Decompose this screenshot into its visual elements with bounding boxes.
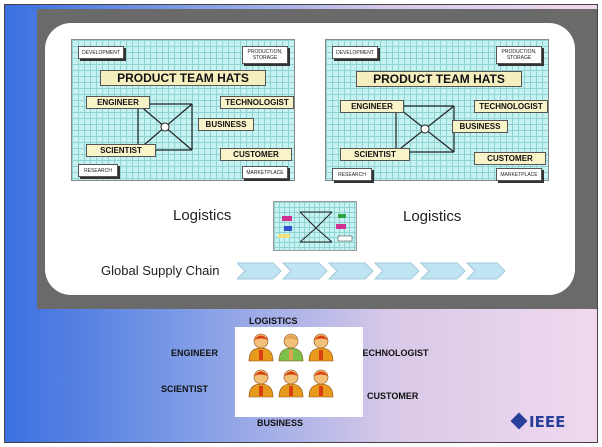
research-box: RESEARCH: [332, 168, 372, 181]
chain-segment: [419, 262, 466, 280]
people-label-logistics: LOGISTICS: [249, 316, 298, 326]
people-label-technologist: TECHNOLOGIST: [357, 348, 429, 358]
customer-box: CUSTOMER: [220, 148, 292, 161]
product-team-hats-diagram-right: DEVELOPMENT PRODUCTION, STORAGE PRODUCT …: [325, 39, 549, 181]
person-icon: [308, 333, 334, 362]
marketplace-box: MARKETPLACE: [496, 168, 542, 181]
marketplace-box: MARKETPLACE: [242, 166, 288, 179]
people-figures: [248, 333, 334, 398]
chain-segment: [373, 262, 420, 280]
chain-segment: [327, 262, 374, 280]
technologist-box: TECHNOLOGIST: [220, 96, 294, 109]
business-box: BUSINESS: [452, 120, 508, 133]
person-icon: [278, 333, 304, 362]
chain-segment: [281, 262, 328, 280]
ieee-diamond-icon: [510, 412, 528, 430]
person-icon: [278, 369, 304, 398]
logistics-label-left: Logistics: [173, 207, 232, 224]
production-storage-box: PRODUCTION, STORAGE: [496, 46, 542, 64]
chain-segment: [465, 262, 506, 280]
logistics-label-right: Logistics: [403, 208, 462, 225]
person-icon: [308, 369, 334, 398]
business-box: BUSINESS: [198, 118, 254, 131]
scientist-box: SCIENTIST: [340, 148, 410, 161]
engineer-box: ENGINEER: [86, 96, 150, 109]
product-team-hats-title: PRODUCT TEAM HATS: [356, 71, 522, 87]
product-team-hats-title: PRODUCT TEAM HATS: [100, 70, 266, 86]
logistics-thumbnail-graphic: [278, 211, 353, 243]
logistics-thumbnail: [273, 201, 357, 251]
product-team-hats-diagram-left: DEVELOPMENT PRODUCTION, STORAGE PRODUCT …: [71, 39, 295, 181]
ieee-logo-text: IEEE: [529, 413, 566, 431]
person-icon: [248, 333, 274, 362]
people-label-customer: CUSTOMER: [367, 391, 419, 401]
customer-box: CUSTOMER: [474, 152, 546, 165]
research-box: RESEARCH: [78, 164, 118, 177]
supply-chain-arrows: [237, 262, 506, 280]
people-label-engineer: ENGINEER: [171, 348, 219, 358]
development-box: DEVELOPMENT: [332, 46, 378, 59]
ieee-logo: IEEE: [510, 412, 566, 431]
scientist-box: SCIENTIST: [86, 144, 156, 157]
person-icon: [248, 369, 274, 398]
engineer-box: ENGINEER: [340, 100, 404, 113]
people-label-business: BUSINESS: [257, 418, 304, 428]
production-storage-box: PRODUCTION, STORAGE: [242, 46, 288, 64]
chain-segment: [237, 262, 282, 280]
people-label-scientist: SCIENTIST: [161, 384, 209, 394]
people-group: [235, 327, 363, 417]
slide: DEVELOPMENT PRODUCTION, STORAGE PRODUCT …: [4, 4, 598, 443]
global-supply-chain-label: Global Supply Chain: [101, 263, 220, 278]
development-box: DEVELOPMENT: [78, 46, 124, 59]
technologist-box: TECHNOLOGIST: [474, 100, 548, 113]
